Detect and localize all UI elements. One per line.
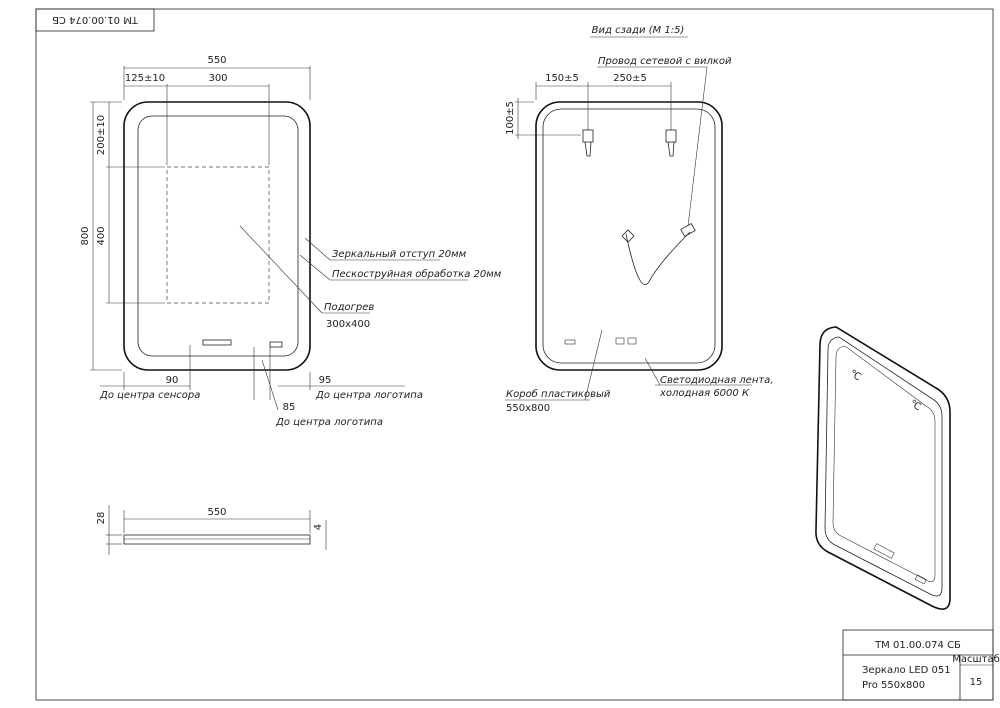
heater-area xyxy=(166,166,270,304)
back-outer-outline xyxy=(535,101,723,371)
logo-mark xyxy=(269,341,283,348)
back-dim-between: 250±5 xyxy=(613,73,647,84)
title-block-name-1: Зеркало LED 051 xyxy=(862,665,951,676)
side-body xyxy=(123,534,311,545)
label-heater-size: 300x400 xyxy=(326,319,370,330)
label-mirror-offset: Зеркальный отступ 20мм xyxy=(332,249,467,260)
label-cable: Провод сетевой с вилкой xyxy=(598,56,732,67)
svg-text:℃: ℃ xyxy=(848,368,863,383)
front-outer-outline xyxy=(123,101,311,371)
back-view: Вид сзади (М 1:5) 150±5 250±5 xyxy=(505,25,774,414)
cable-entry xyxy=(621,229,635,243)
title-block-code: ТМ 01.00.074 СБ xyxy=(874,640,961,651)
label-logo-1: До центра логотипа xyxy=(275,417,383,428)
front-dim-sensor: 90 xyxy=(166,375,179,386)
stamp-top-text: ТМ 01.00.074 СБ xyxy=(52,14,139,25)
title-block-scale: 15 xyxy=(970,677,983,688)
label-heater: Подогрев xyxy=(324,302,374,313)
side-view: 550 28 4 xyxy=(96,505,327,555)
label-sandblast: Пескоструйная обработка 20мм xyxy=(332,268,502,280)
stamp-top: ТМ 01.00.074 СБ xyxy=(35,8,155,32)
sheet-border xyxy=(35,8,994,701)
perspective-marks: ℃ ℃ xyxy=(848,368,927,585)
title-block-name-2: Pro 550x800 xyxy=(862,680,925,691)
plug-icon xyxy=(680,222,696,238)
sensor-mark xyxy=(202,339,232,346)
label-sensor: До центра сенсора xyxy=(99,390,200,401)
perspective-view: ℃ ℃ xyxy=(815,326,951,610)
front-dim-height: 800 xyxy=(80,226,91,245)
front-dim-top: 200±10 xyxy=(96,115,107,155)
side-dim-edge: 4 xyxy=(313,524,324,530)
side-dim-depth: 28 xyxy=(96,512,107,525)
front-dim-logo-right: 95 xyxy=(319,375,332,386)
front-dim-logo-left: 85 xyxy=(283,402,296,413)
title-block-mass-label: Масштаб xyxy=(952,654,1000,665)
label-box-size: 550x800 xyxy=(506,403,550,414)
back-view-title: Вид сзади (М 1:5) xyxy=(592,25,685,36)
label-logo-2: До центра логотипа xyxy=(315,390,423,401)
label-led: Светодиодная лента, xyxy=(660,375,774,386)
back-led-marks xyxy=(564,337,637,345)
back-inner-outline xyxy=(542,108,716,364)
back-dim-left: 150±5 xyxy=(545,73,579,84)
front-dim-inner-height: 400 xyxy=(96,226,107,245)
label-led-2: холодная 6000 К xyxy=(659,388,750,399)
front-view: 550 125±10 300 800 200±10 400 90 До цент… xyxy=(80,55,502,428)
label-box: Короб пластиковый xyxy=(506,388,611,400)
title-block: ТМ 01.00.074 СБ Зеркало LED 051 Pro 550x… xyxy=(842,629,1000,701)
front-dim-left: 125±10 xyxy=(125,73,165,84)
back-dim-top: 100±5 xyxy=(505,101,516,135)
svg-text:℃: ℃ xyxy=(908,398,923,413)
hanger-right xyxy=(665,129,677,157)
front-dim-inner-width: 300 xyxy=(208,73,227,84)
power-cable xyxy=(625,231,691,286)
side-dim-width: 550 xyxy=(207,507,226,518)
hanger-left xyxy=(582,129,594,157)
front-inner-outline xyxy=(137,115,299,357)
front-dim-width: 550 xyxy=(207,55,226,66)
